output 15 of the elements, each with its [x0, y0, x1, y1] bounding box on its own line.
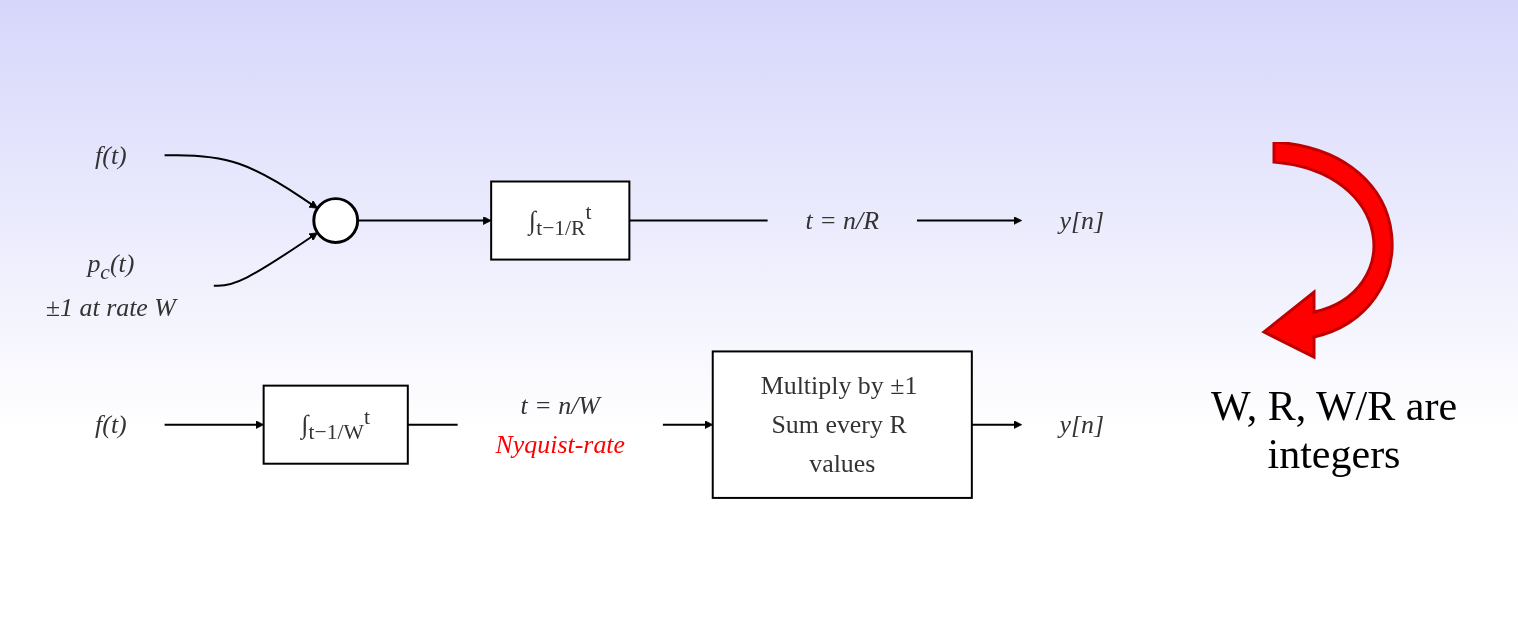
arrow [212, 232, 318, 287]
node-text: y[n] [1059, 410, 1105, 440]
node-circle [312, 197, 360, 244]
node-label: ±1 at rate W [45, 293, 176, 322]
node-text: t = n/R [805, 206, 880, 236]
note-text: W, R, W/R are integers [1209, 381, 1459, 478]
node-box: Multiply by ±1 Sum every R values [711, 350, 973, 499]
node-text: f(t) [95, 410, 127, 440]
node-text: p$_{c}$(t) [87, 249, 135, 284]
node-text: f(t) [95, 140, 127, 170]
node-text: t = n/W [520, 390, 600, 420]
arrow [915, 216, 1023, 225]
node-text: y[n] [1059, 206, 1105, 236]
arrow [163, 154, 318, 209]
node-label: Nyquist-rate [495, 429, 626, 459]
